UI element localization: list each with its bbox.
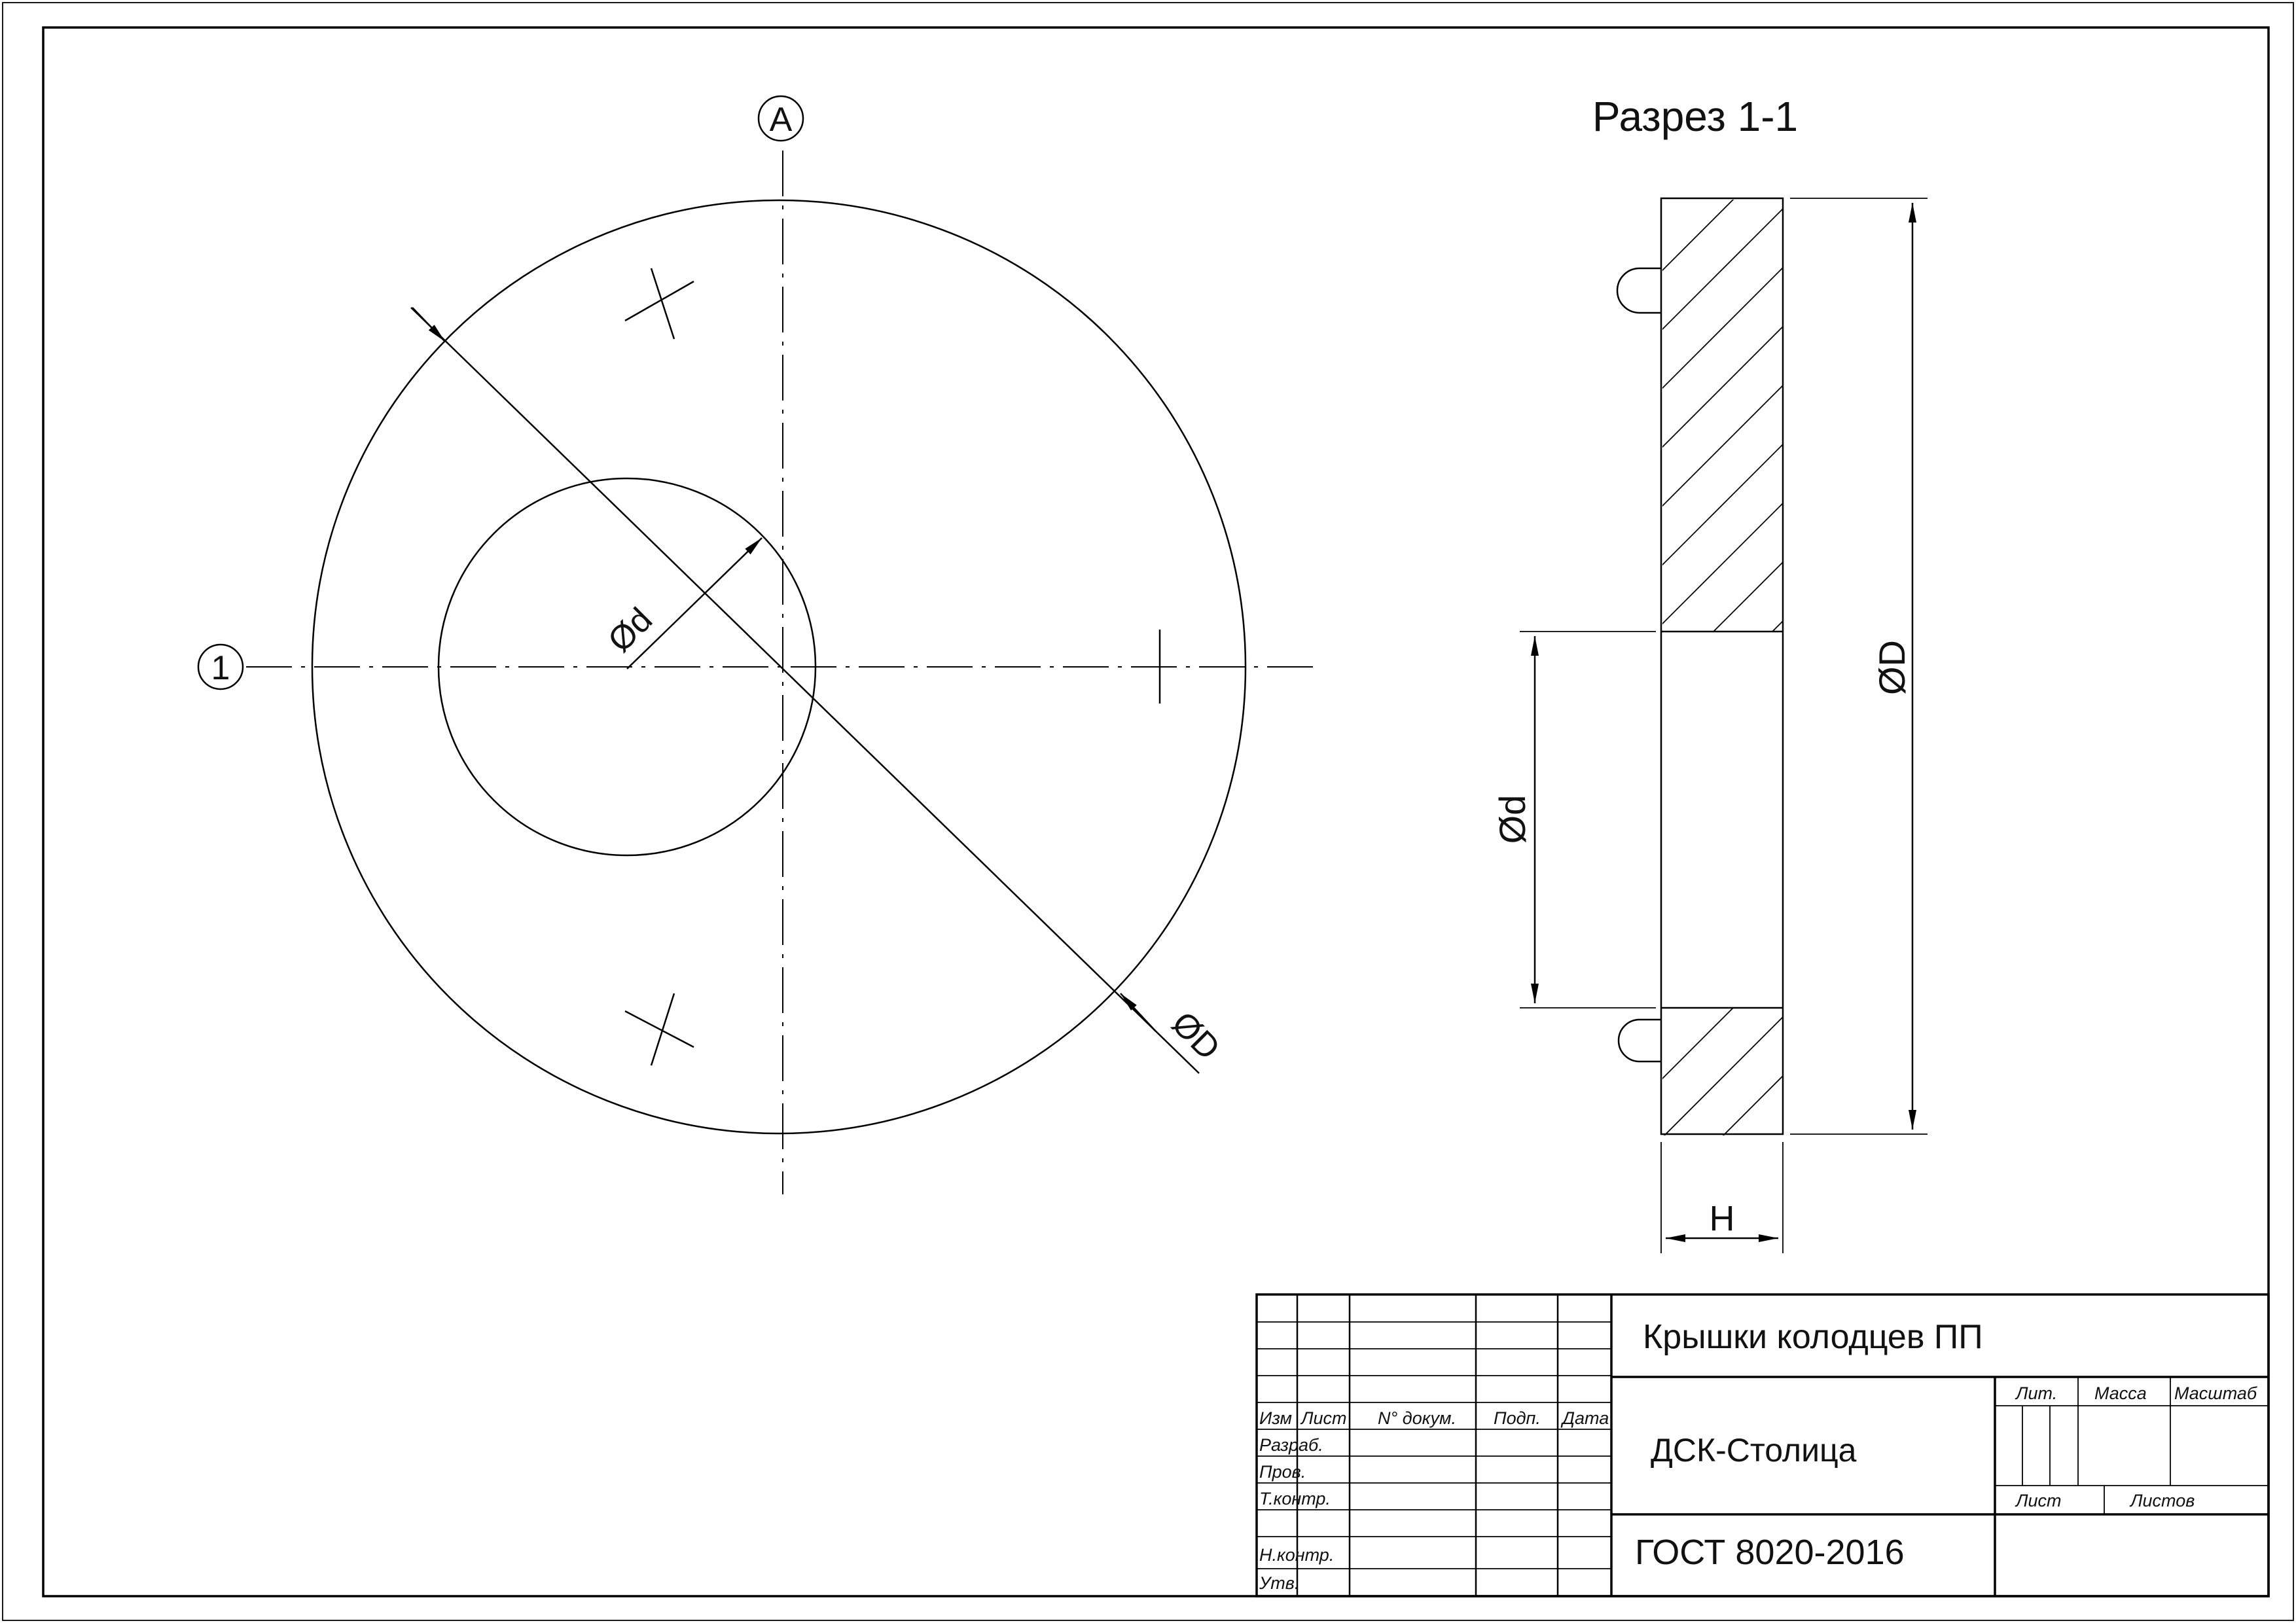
sheets-label: Листов (2129, 1491, 2195, 1510)
col-list: Лист (1300, 1408, 1347, 1428)
product-name: Крышки колодцев ПП (1643, 1318, 1983, 1356)
dim-line-inner-diameter (626, 537, 762, 669)
row-nkontr: Н.контр. (1259, 1545, 1334, 1565)
inner-circle (437, 477, 817, 857)
col-date: Дата (1560, 1408, 1609, 1428)
dim-arrow-outer-end (1120, 993, 1156, 1031)
row-utv: Утв. (1259, 1573, 1299, 1593)
dim-label-inner-section: Ød (1492, 795, 1533, 844)
section-body (1660, 197, 1784, 1135)
dim-label-outer-section: ØD (1871, 640, 1912, 695)
lit-label: Лит. (2015, 1383, 2057, 1403)
dim-arrow-outer-start (412, 307, 446, 342)
axis-number-label: 1 (211, 649, 230, 687)
axis-letter-label: A (770, 101, 793, 139)
col-izm: Изм (1259, 1408, 1292, 1428)
handle-bottom (1617, 1018, 1661, 1063)
row-tkontr: Т.контр. (1259, 1489, 1331, 1508)
masshtab-label: Масштаб (2174, 1383, 2257, 1403)
title-block: Крышки колодцев ПП ДСК-Столица ГОСТ 8020… (1255, 1293, 2270, 1597)
handle-top (1616, 267, 1661, 314)
col-doc: N° докум. (1378, 1408, 1456, 1428)
massa-label: Масса (2094, 1383, 2147, 1403)
row-razrab: Разраб. (1259, 1435, 1323, 1455)
drawing-frame (42, 26, 2270, 1597)
dim-label-outer-plan: ØD (1164, 1005, 1227, 1067)
organization: ДСК-Столица (1651, 1432, 1857, 1469)
outer-circle (311, 199, 1247, 1135)
sheet-label: Лист (2015, 1491, 2062, 1510)
handle-marker-bottom (624, 993, 694, 1066)
dim-label-height: H (1710, 1199, 1735, 1238)
axis-bubble-number (197, 643, 244, 690)
dim-line-outer-diameter (410, 307, 1200, 1074)
hatching-top (1662, 200, 1784, 632)
handle-marker-top (624, 268, 694, 340)
section-title: Разрез 1-1 (1592, 93, 1798, 140)
hatching-bottom (1662, 1008, 1784, 1135)
dim-label-inner-plan: Ød (601, 601, 660, 660)
plan-view: ØD Ød A 1 (197, 95, 1322, 1194)
section-view: Разрез 1-1 ØD (1492, 93, 1928, 1253)
row-prov: Пров. (1259, 1462, 1306, 1482)
col-sign: Подп. (1494, 1408, 1541, 1428)
axis-bubble-letter (757, 95, 804, 142)
standard: ГОСТ 8020-2016 (1635, 1533, 1905, 1572)
